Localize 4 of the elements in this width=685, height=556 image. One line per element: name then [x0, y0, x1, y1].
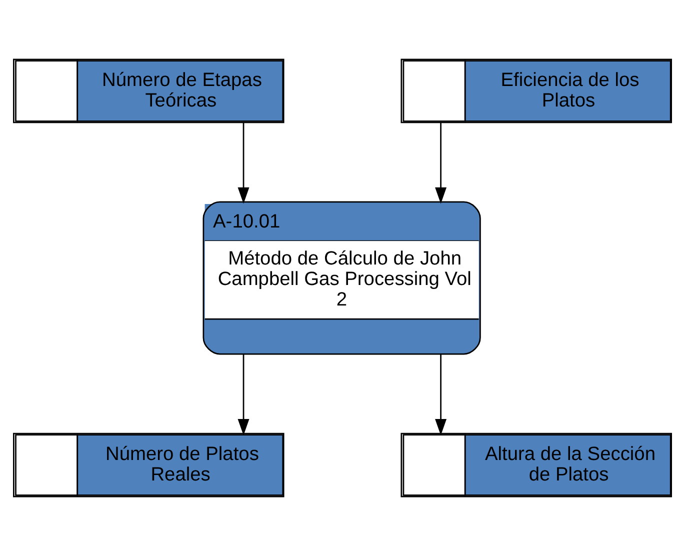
arrow: [238, 354, 250, 436]
arrow: [435, 122, 447, 204]
arrow: [435, 354, 447, 436]
arrow: [238, 122, 250, 204]
